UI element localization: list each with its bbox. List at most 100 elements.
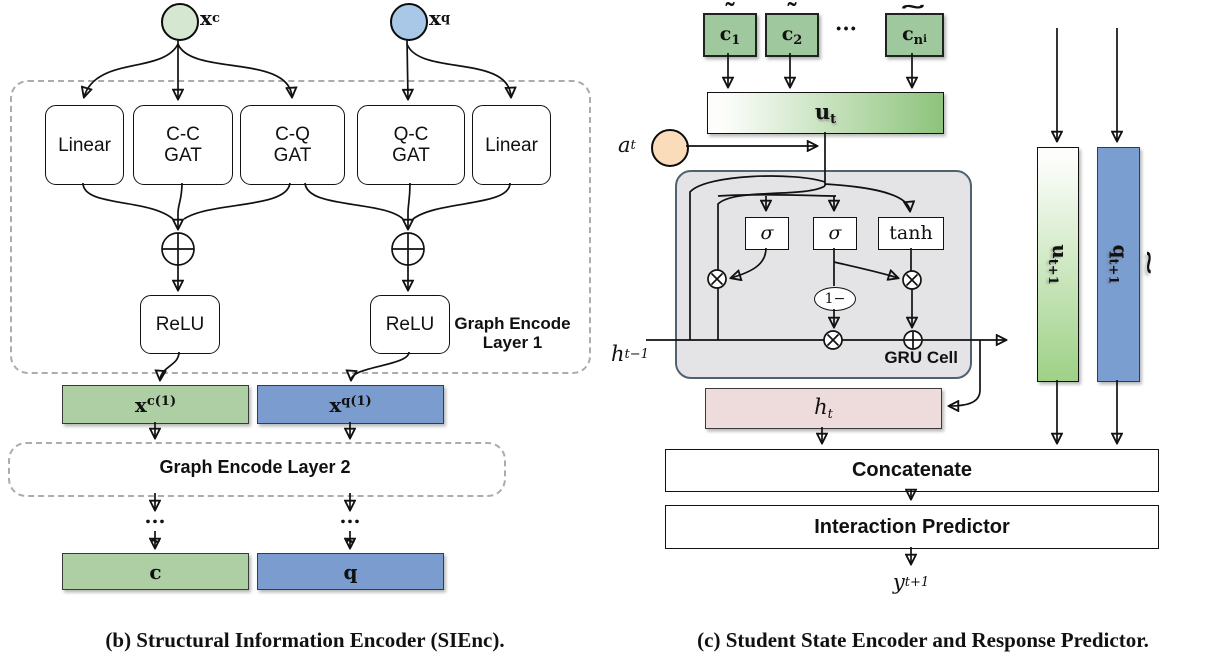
y-next-sub: t+1 [904, 574, 930, 590]
y-next-base: y [892, 570, 905, 594]
graph-encode-layer2-label: Graph Encode Layer 2 [8, 442, 502, 493]
xc-sup: c [211, 10, 220, 26]
dots-right: ... [330, 504, 370, 528]
xc-base: x [200, 6, 212, 30]
ut-bar: ut [707, 92, 944, 134]
sigma1-box: σ [745, 217, 789, 250]
gru-cell-label: GRU Cell [843, 348, 958, 368]
graph-encode-layer1-label: Graph Encode Layer 1 [440, 314, 585, 352]
u-next-label: ut+1 [1045, 244, 1072, 285]
q-next-tilde: ˜ [1125, 246, 1154, 278]
c2-base: c [781, 22, 794, 45]
xq-base: x [429, 6, 441, 30]
relu-left-label: ReLU [155, 314, 205, 335]
sigma2-label: σ [828, 222, 842, 244]
c2-label: ˜c2 [781, 2, 803, 48]
caption-b-text: (b) Structural Information Encoder (SIEn… [105, 628, 505, 652]
c2-sub: 2 [793, 32, 803, 48]
at-base: a [618, 133, 631, 157]
cc-gat-l2: GAT [164, 145, 202, 166]
c2-tilde: ˜ [785, 0, 799, 30]
bar-xq1: xq(1) [257, 385, 444, 424]
qc-gat-box: Q-C GAT [357, 105, 465, 185]
cq-gat-box: C-Q GAT [240, 105, 345, 185]
cn-subsub: i [923, 33, 927, 45]
cn-label: ˜cni [897, 3, 928, 48]
dots-left: ... [135, 504, 175, 528]
caption-c: (c) Student State Encoder and Response P… [618, 628, 1228, 653]
c1-sub: 1 [731, 32, 741, 48]
ht-base: h [814, 395, 828, 419]
xq-sup: q [440, 10, 451, 26]
cn-tilde: ˜ [897, 0, 929, 30]
tanh-label: tanh [889, 222, 933, 244]
u-next-base: u [1047, 244, 1072, 259]
bar-xc1-sup: c(1) [146, 393, 177, 409]
relu-right-label: ReLU [385, 314, 435, 335]
caption-b: (b) Structural Information Encoder (SIEn… [0, 628, 610, 653]
at-sub: t [630, 137, 636, 153]
u-next-bar: ut+1 [1037, 147, 1079, 382]
c1-tilde: ˜ [723, 0, 737, 30]
q-tilde-mark: ˜ [343, 536, 357, 567]
c1-box: ˜c1 [703, 2, 757, 57]
ht-sub: t [827, 407, 833, 422]
relu-right-box: ReLU [370, 295, 450, 354]
bar-xq1-label: xq(1) [329, 393, 371, 417]
concatenate-label: Concatenate [851, 459, 973, 481]
cq-gat-l1: C-Q [275, 124, 310, 145]
bar-xc1: xc(1) [62, 385, 249, 424]
q-next-sub: t+1 [1105, 258, 1120, 285]
c1-label: ˜c1 [719, 2, 741, 48]
ht-bar: ht [705, 388, 942, 429]
c2-box: ˜c2 [765, 2, 819, 57]
c-tilde-base: c [149, 559, 162, 584]
at-node [651, 129, 689, 167]
dots-top-text: ··· [835, 16, 857, 41]
input-node-xq [390, 3, 428, 41]
cn-sub: n [913, 32, 924, 48]
bar-c-tilde: ˜c [62, 539, 249, 590]
relu-left-box: ReLU [140, 295, 220, 354]
linear-left-box: Linear [45, 105, 124, 185]
graph-encode-layer2-box [8, 442, 506, 497]
q-tilde-base: q [343, 559, 358, 584]
tanh-box: tanh [878, 217, 944, 250]
layer1-label-l2: Layer 1 [482, 333, 543, 352]
qc-gat-l1: Q-C [393, 124, 429, 145]
cq-gat-l2: GAT [273, 145, 312, 166]
input-node-xc [161, 3, 199, 41]
bar-xq1-base: x [329, 392, 342, 417]
sigma1-label: σ [760, 222, 774, 244]
cc-gat-l1: C-C [166, 124, 200, 145]
bar-xc1-label: xc(1) [135, 393, 176, 417]
layer2-label-text: Graph Encode Layer 2 [159, 457, 351, 477]
interaction-predictor-label: Interaction Predictor [814, 515, 1010, 538]
bar-xq1-sup: q(1) [341, 393, 372, 409]
bar-q-tilde-label: ˜q [343, 539, 358, 584]
q-next-bar: ˜qt+1 [1097, 147, 1154, 382]
cn-box: ˜cni [885, 3, 944, 57]
dots-top: ··· [828, 16, 864, 41]
q-next-label: ˜qt+1 [1105, 245, 1154, 285]
cn-base: c [902, 22, 914, 45]
c1-base: c [719, 22, 732, 45]
ut-label: ut [815, 99, 836, 127]
layer1-label-l1: Graph Encode [454, 314, 571, 333]
one-minus-label: 1− [824, 290, 846, 307]
h-prev-sub: t−1 [624, 346, 649, 362]
interaction-predictor-box: Interaction Predictor [665, 505, 1159, 549]
dots-right-text: ... [339, 504, 361, 528]
c-tilde-mark: ˜ [149, 536, 162, 567]
h-prev-base: h [611, 342, 625, 366]
gru-cell-label-text: GRU Cell [884, 348, 958, 367]
linear-left-l1: Linear [58, 134, 111, 156]
ut-base: u [814, 99, 831, 124]
cc-gat-box: C-C GAT [133, 105, 233, 185]
caption-c-text: (c) Student State Encoder and Response P… [697, 628, 1149, 652]
